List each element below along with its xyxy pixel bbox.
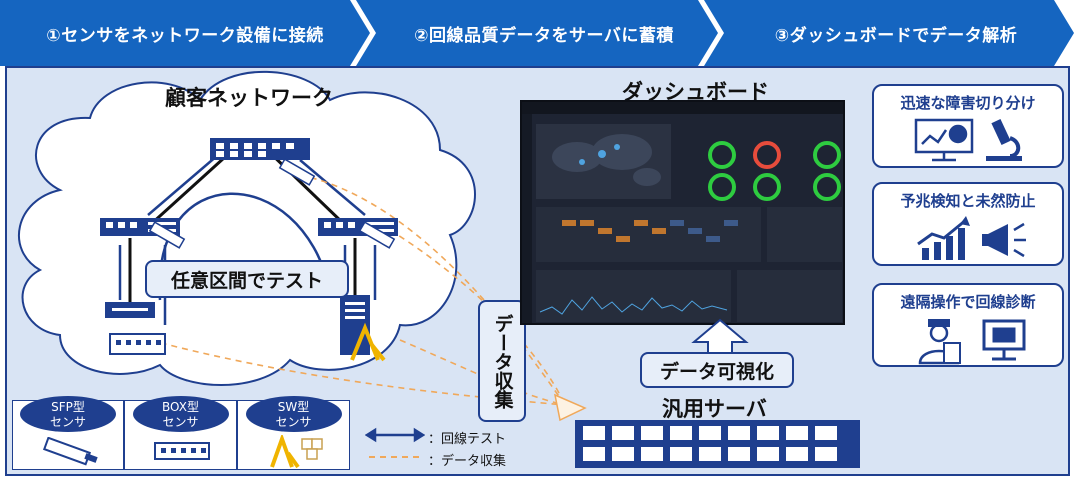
monitor-icon: [982, 319, 1026, 361]
chevron-shape: [0, 0, 370, 66]
legend-test-arrow: [365, 427, 425, 443]
sensor-label: BOX型センサ: [132, 396, 229, 432]
feature-title: 遠隔操作で回線診断: [900, 293, 1036, 311]
box-sensor-icon: [154, 442, 210, 460]
legend-test-label: ：回線テスト: [428, 432, 507, 447]
step-3-chevron: ③ダッシュボードでデータ解析: [704, 0, 1074, 66]
feature-card-fault-isolation: 迅速な障害切り分け: [872, 84, 1064, 168]
feature-title: 予兆検知と未然防止: [900, 192, 1036, 210]
visualize-label: データ可視化: [640, 352, 794, 388]
megaphone-icon: [982, 222, 1026, 258]
dashboard-mockup: [522, 102, 843, 323]
sw-sensor-icon: [350, 322, 386, 362]
step-3-label: ③ダッシュボードでデータ解析: [774, 25, 1018, 46]
sfp-module-icon: [42, 437, 98, 466]
chevron-shape: [704, 0, 1074, 66]
collect-label: データ収集: [478, 300, 526, 422]
software-sensor-icon: [270, 435, 323, 469]
step-2-chevron: ②回線品質データをサーバに蓄積: [356, 0, 718, 66]
step-2-label: ②回線品質データをサーバに蓄積: [414, 25, 674, 46]
dashboard-screenshot: [520, 100, 845, 325]
server-bays: [583, 426, 837, 461]
access-switch-icon: [105, 302, 155, 318]
step-1-label: ①センサをネットワーク設備に接続: [46, 25, 324, 46]
feature-card-predictive: 予兆検知と未然防止: [872, 182, 1064, 266]
network-links: [128, 146, 357, 308]
sensor-box-box: BOX型センサ: [124, 396, 237, 470]
legend-symbols: [365, 427, 425, 458]
rising-chart-icon: [917, 216, 970, 260]
feature-card-remote-diagnosis: 遠隔操作で回線診断: [872, 283, 1064, 367]
legend-collect-label: ：データ収集: [428, 454, 507, 469]
server-rack-icon: [575, 420, 860, 468]
network-title: 顧客ネットワーク: [165, 86, 333, 110]
core-switch-icon: [210, 138, 310, 160]
sfp-module-icon: [148, 158, 396, 249]
sensor-box-sfp: SFP型センサ: [12, 396, 124, 470]
sensor-label: SFP型センサ: [20, 396, 116, 432]
sensor-box-sw: SW型センサ: [237, 396, 350, 470]
microscope-icon: [986, 119, 1022, 161]
monitor-chart-icon: [914, 118, 974, 162]
sensor-label: SW型センサ: [245, 396, 342, 432]
feature-title: 迅速な障害切り分け: [900, 94, 1036, 112]
step-1-chevron: ①センサをネットワーク設備に接続: [0, 0, 370, 66]
chevron-shape: [356, 0, 718, 66]
collect-arrowhead: [553, 393, 587, 422]
cloud-shape: [17, 70, 476, 386]
server-label: 汎用サーバ: [662, 397, 767, 421]
box-sensor-icon: [109, 333, 166, 355]
technician-clipboard-icon: [918, 319, 961, 365]
right-switch-icon: [318, 218, 398, 236]
test-label: 任意区間でテスト: [145, 260, 349, 298]
